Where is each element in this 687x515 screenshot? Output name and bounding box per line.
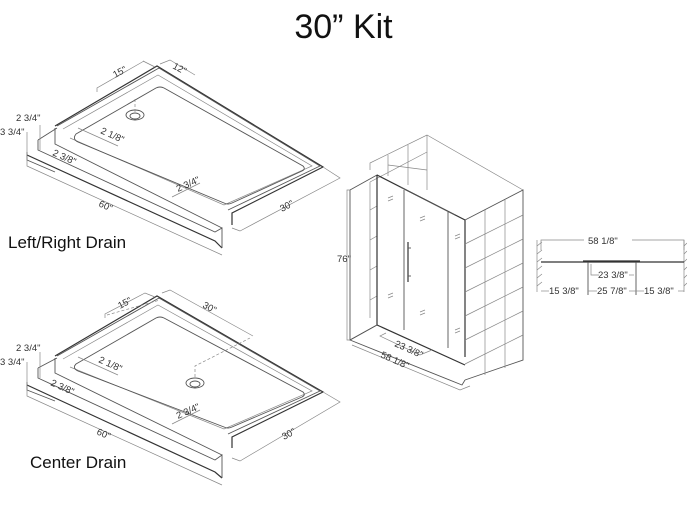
- dim-rim-side: 2 1/8": [99, 126, 126, 146]
- dim-drain-offset-short: 12": [171, 61, 188, 77]
- dim-width: 30": [278, 198, 295, 214]
- dim-door-height: 76": [337, 254, 351, 265]
- dim-height-inner: 2 3/4": [16, 343, 41, 354]
- plan-opening: 23 3/8": [598, 270, 628, 281]
- dim-height-outer: 3 3/4": [0, 357, 25, 368]
- tray-left-right-drain: 15" 12" 2 3/4" 3 3/4" 2 1/8" 2 3/8" 2 3/…: [0, 59, 341, 256]
- page-title: 30” Kit: [294, 8, 393, 46]
- dim-length: 60": [95, 427, 112, 443]
- caption-left-right-drain: Left/Right Drain: [8, 233, 127, 252]
- door-enclosure: 76" 23 3/8" 58 1/8": [337, 134, 524, 391]
- plan-total: 58 1/8": [588, 236, 618, 247]
- caption-center-drain: Center Drain: [30, 453, 127, 472]
- dim-height-inner: 2 3/4": [16, 113, 41, 124]
- plan-door-panel: 25 7/8": [597, 286, 627, 297]
- dim-length: 60": [97, 199, 114, 215]
- dim-height-outer: 3 3/4": [0, 127, 25, 138]
- dim-rim-front: 2 3/8": [51, 148, 78, 168]
- plan-view: 58 1/8" 23 3/8" 15 3/8" 25 7/8" 15 3/8": [536, 236, 687, 297]
- dim-drain-offset-long: 15": [116, 295, 133, 311]
- dim-drain-offset-short: 30": [201, 300, 218, 316]
- plan-right-panel: 15 3/8": [644, 286, 674, 297]
- plan-left-panel: 15 3/8": [549, 286, 579, 297]
